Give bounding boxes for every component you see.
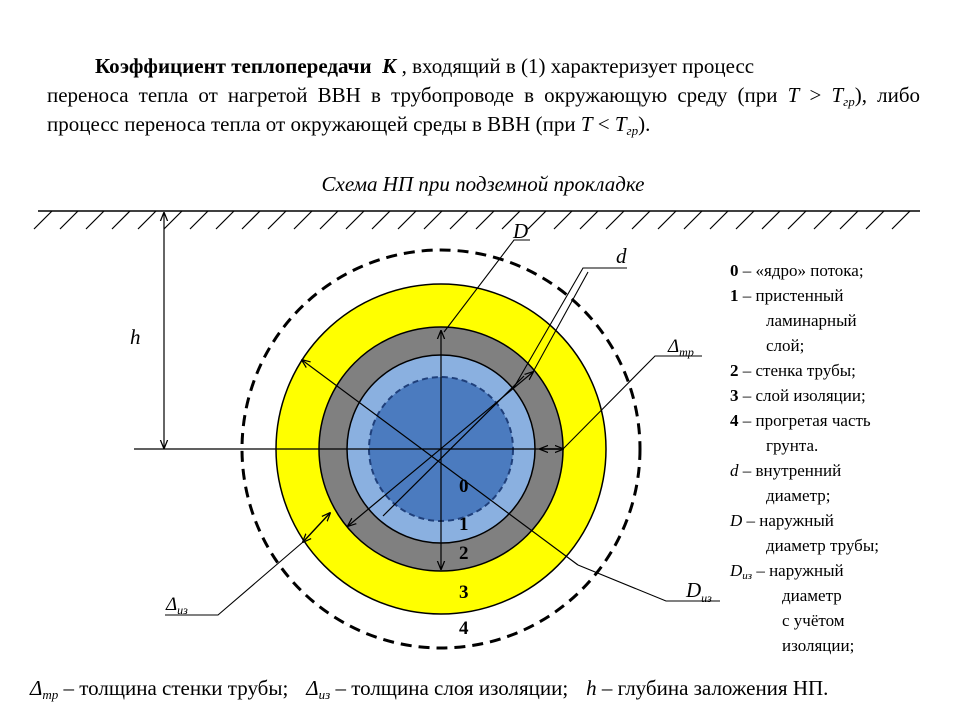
legend-item-1: 1 – пристенный <box>730 286 844 305</box>
legend-item-d-cont: диаметр; <box>766 486 831 505</box>
hatch-stroke <box>85 210 105 230</box>
hatch-stroke <box>683 210 703 230</box>
hatch-stroke <box>189 210 209 230</box>
hatch-stroke <box>735 210 755 230</box>
legend-item-Diz-cont2: с учётом <box>782 611 845 630</box>
zone-3-label: 3 <box>459 582 469 603</box>
hatch-stroke <box>33 210 53 230</box>
zone-1-label: 1 <box>459 514 469 535</box>
diz-leader-line <box>165 541 304 616</box>
legend-item-Diz: Dиз – наружный <box>730 561 844 582</box>
inner-diameter-d-line <box>382 375 525 517</box>
footer-depth-note: h – глубина заложения НП. <box>586 676 829 700</box>
footer-insulation-note: Δиз – толщина слоя изоляции; <box>306 676 569 702</box>
footer-notes: Δтр – толщина стенки трубы; Δиз – толщина… <box>30 676 950 701</box>
legend-item-1-cont2: слой; <box>766 336 805 355</box>
Diz-leader-line <box>577 564 720 602</box>
footer-wall-note: Δтр – толщина стенки трубы; <box>30 676 289 702</box>
intro-line-3: T > Tгр), либо процесс переноса тепла от… <box>47 83 921 138</box>
hatch-stroke <box>709 210 729 230</box>
hatch-stroke <box>813 210 833 230</box>
hatch-stroke <box>553 210 573 230</box>
legend-item-d: d – внутренний <box>730 461 842 480</box>
ground-hatching <box>33 210 911 230</box>
label-delta-tr: Δтр <box>667 336 694 359</box>
legend-item-Diz-cont: диаметр <box>782 586 842 605</box>
hatch-stroke <box>137 210 157 230</box>
hatch-stroke <box>241 210 261 230</box>
label-D-iz: Dиз <box>685 578 712 605</box>
legend-item-4: 4 – прогретая часть <box>730 411 871 430</box>
intro-line-1: Коэффициент теплопередачи К , входящий в… <box>47 52 920 81</box>
intro-line-1-rest: , входящий в (1) характеризует процесс <box>396 54 755 78</box>
hatch-stroke <box>397 210 417 230</box>
legend-item-1-cont: ламинарный <box>766 311 857 330</box>
legend-item-4-cont: грунта. <box>766 436 819 455</box>
hatch-stroke <box>865 210 885 230</box>
hatch-stroke <box>891 210 911 230</box>
intro-line-2: переноса тепла от нагретой ВВН в трубопр… <box>47 83 778 107</box>
hatch-stroke <box>345 210 365 230</box>
zone-2-label: 2 <box>459 543 469 564</box>
legend-item-D: D – наружный <box>730 511 834 530</box>
hatch-stroke <box>631 210 651 230</box>
label-h: h <box>130 325 141 349</box>
zone-0-label: 0 <box>459 476 469 497</box>
hatch-stroke <box>839 210 859 230</box>
legend: 0 – «ядро» потока; 1 – пристенный ламина… <box>730 258 955 658</box>
intro-paragraph: Коэффициент теплопередачи К , входящий в… <box>47 52 920 139</box>
intro-term: Коэффициент теплопередачи <box>95 54 372 78</box>
dtr-leader-line <box>562 355 702 450</box>
zone-4-label: 4 <box>459 618 469 639</box>
legend-item-0: 0 – «ядро» потока; <box>730 261 864 280</box>
hatch-stroke <box>59 210 79 230</box>
hatch-stroke <box>579 210 599 230</box>
insulation-thickness-arrow <box>303 513 330 542</box>
hatch-stroke <box>761 210 781 230</box>
legend-item-D-cont: диаметр трубы; <box>766 536 879 555</box>
hatch-stroke <box>371 210 391 230</box>
hatch-stroke <box>293 210 313 230</box>
hatch-stroke <box>475 210 495 230</box>
label-delta-iz: Δиз <box>165 594 188 617</box>
hatch-stroke <box>215 210 235 230</box>
hatch-stroke <box>267 210 287 230</box>
hatch-stroke <box>319 210 339 230</box>
hatch-stroke <box>787 210 807 230</box>
insulated-diameter-line <box>302 360 579 566</box>
hatch-stroke <box>605 210 625 230</box>
legend-item-2: 2 – стенка трубы; <box>730 361 856 380</box>
hatch-stroke <box>449 210 469 230</box>
intro-K-symbol: К <box>382 54 397 78</box>
heated-soil-boundary <box>240 248 642 650</box>
hatch-stroke <box>163 210 183 230</box>
hatch-stroke <box>657 210 677 230</box>
diagram-caption: Схема НП при подземной прокладке <box>321 172 645 196</box>
label-d: d <box>616 244 627 268</box>
legend-item-3: 3 – слой изоляции; <box>730 386 866 405</box>
hatch-stroke <box>501 210 521 230</box>
label-D: D <box>512 219 528 243</box>
D-label-leader <box>443 239 530 333</box>
hatch-stroke <box>527 210 547 230</box>
hatch-stroke <box>111 210 131 230</box>
legend-item-Diz-cont3: изоляции; <box>782 636 855 655</box>
hatch-stroke <box>423 210 443 230</box>
D-leader-line <box>532 271 589 373</box>
d-leader-line <box>512 267 627 390</box>
